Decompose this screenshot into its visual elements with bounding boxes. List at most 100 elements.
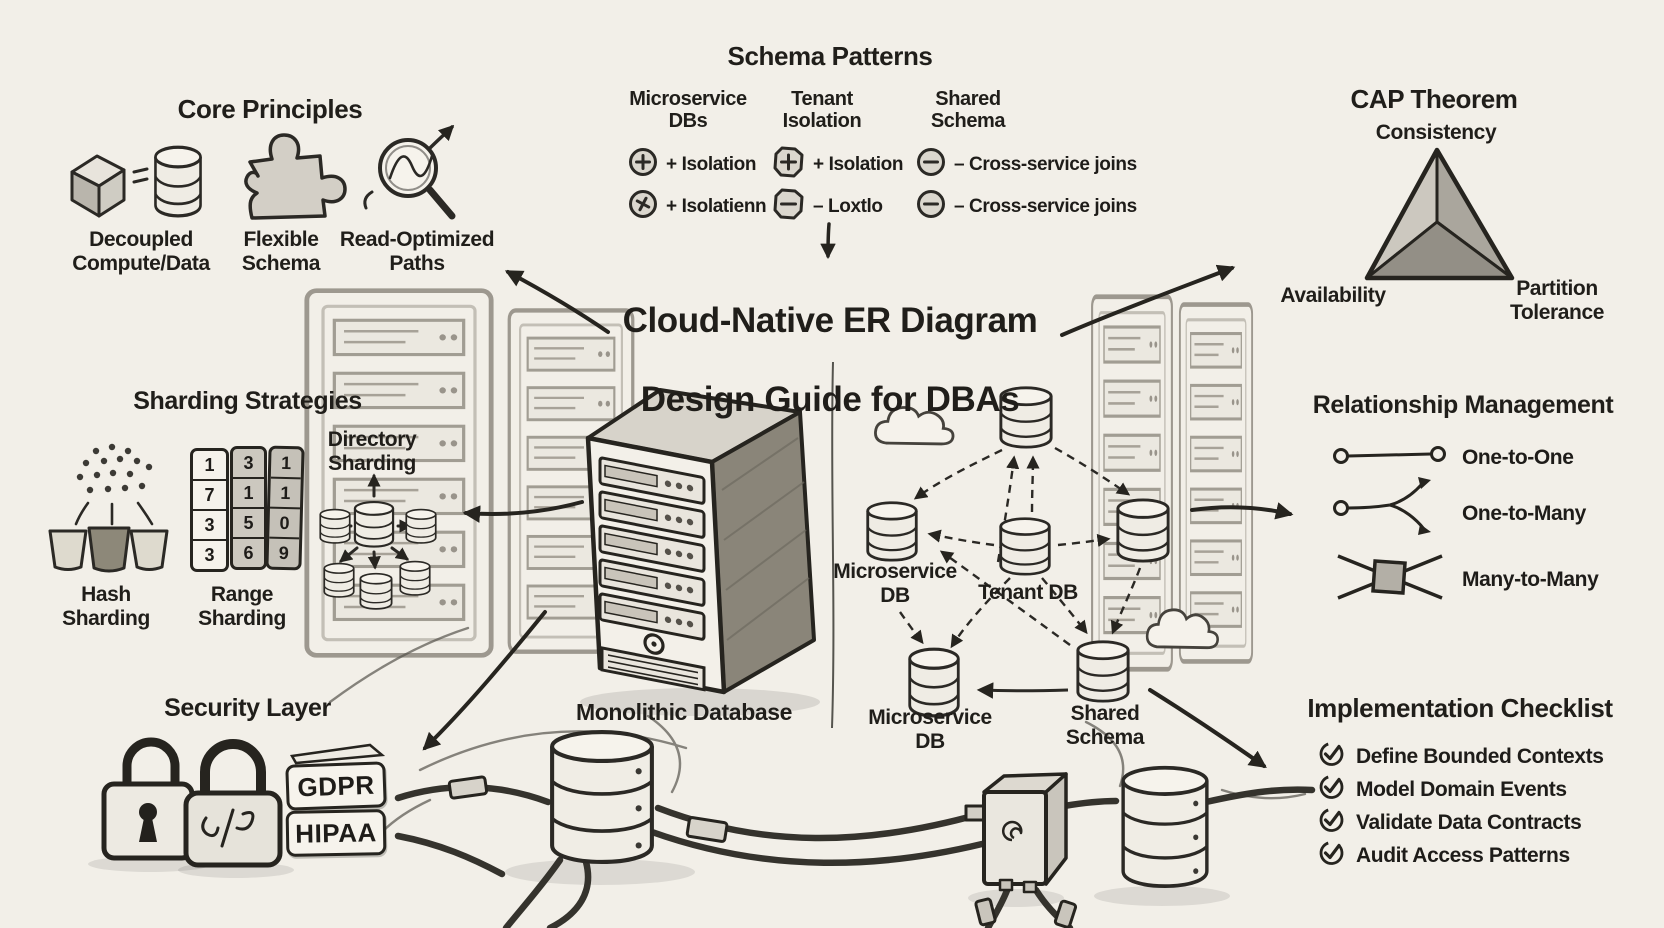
range-cell: 6 [233,537,264,567]
schema-row-text: + Isolation [813,154,904,175]
sharding-title: Sharding Strategies [133,387,362,415]
minus-shield-icon [772,187,805,227]
check-circle-icon [1318,806,1345,839]
cap-theorem-title: CAP Theorem [1350,84,1518,114]
core-principle-label: Flexible Schema [241,228,321,275]
range-shard-column: 1 7 3 3 [190,448,229,572]
relationship-management-title: Relationship Management [1312,391,1614,419]
range-cell: 5 [233,507,264,537]
cube-database-icon [70,154,149,218]
schema-row: + Isolatienn [628,188,767,226]
magnifier-chart-icon [363,124,456,220]
main-title-line2: Design Guide for DBAs [640,379,1020,419]
hash-sharding-label: Hash Sharding [62,583,150,630]
cable-scene [328,626,1316,928]
database-icon [1116,498,1170,563]
range-shard-column: 3 1 5 6 [230,446,267,570]
arrow-to-relationships [1190,502,1294,520]
range-cell: 3 [193,509,226,539]
schema-row-text: + Isolation [666,154,757,175]
minus-circle-icon [916,146,946,184]
one-to-one-icon [1332,440,1448,475]
arrow-schema-down [820,222,836,260]
range-cell: 3 [193,539,226,569]
database-icon [153,145,203,218]
checklist-item-text: Validate Data Contracts [1356,810,1582,834]
check-circle-icon [1318,740,1345,773]
shared-schema-db-icon [1076,640,1130,703]
arrow-to-sharding [462,500,584,523]
minus-circle-icon [916,188,946,226]
cap-vertex-availability: Availability [1280,284,1386,307]
schema-row: + Isolation [772,145,903,185]
check-circle-icon [1318,839,1345,872]
checklist-item-text: Define Bounded Contexts [1356,744,1604,768]
tenant-db-label: Tenant DB [978,581,1078,604]
checklist-item-text: Model Domain Events [1356,777,1567,801]
range-cell: 1 [204,454,215,475]
checklist-item: Validate Data Contracts [1318,806,1582,839]
security-lock-icons [88,737,386,878]
padlock-code-icon [183,739,283,868]
cap-vertex-consistency: Consistency [1375,121,1497,144]
schema-row: – Cross-service joins [916,146,1137,184]
range-cell: 1 [280,452,292,473]
gdpr-badge: GDPR [285,761,387,811]
range-cell: 9 [268,536,300,568]
microservice-db-label: Microservice DB [833,560,957,607]
range-cell: 1 [270,476,301,508]
range-cell: 0 [269,506,301,538]
one-to-many-icon [1332,474,1450,547]
microservices-network [866,386,1220,718]
range-sharding-label: Range Sharding [198,583,286,630]
plus-shield-icon [772,145,805,185]
many-to-many-icon [1334,548,1446,611]
cap-vertex-partition: Partition Tolerance [1509,277,1605,324]
plus-circle-icon [628,188,658,226]
core-principle-label: Read-Optimized Paths [339,228,495,275]
schema-row: + Isolation [628,146,756,184]
check-circle-icon [1318,773,1345,806]
cap-pyramid-icon [1364,147,1515,281]
arrow-to-core-principles [504,270,610,334]
microservice-db-label: Microservice DB [868,706,992,753]
range-cell: 7 [193,479,226,509]
checklist-item: Define Bounded Contexts [1318,740,1604,773]
hash-sharding-icon [48,443,169,573]
relationship-label: Many-to-Many [1462,568,1599,591]
schema-row-text: – Cross-service joins [954,154,1137,175]
range-shard-column: 1 1 0 9 [265,445,305,571]
schema-row: – Cross-service joins [916,188,1137,226]
schema-col-header: Microservice DBs [629,88,747,133]
implementation-checklist-title: Implementation Checklist [1307,693,1613,723]
badge-flap [290,743,386,765]
padlock-keyhole-icon [101,737,195,861]
shared-schema-label: Shared Schema [1065,702,1145,749]
connector-box-icon [964,772,1068,894]
schema-row: – Loxtlo [772,187,883,227]
plus-circle-icon [628,146,658,184]
arrow-to-cap-theorem [1060,264,1236,337]
directory-sharding-label: Directory Sharding [327,428,417,475]
security-layer-title: Security Layer [164,694,331,722]
main-title: Cloud-Native ER Diagram Design Guide for… [580,262,1080,419]
schema-col-header: Tenant Isolation [782,88,862,133]
core-principle-label: Decoupled Compute/Data [72,228,210,275]
core-principles-title: Core Principles [177,94,363,124]
relationship-label: One-to-One [1462,446,1574,469]
flow-arrows [422,222,1294,769]
range-cell: 3 [243,452,254,473]
arrow-to-checklist [1148,688,1267,769]
checklist-item: Audit Access Patterns [1318,839,1570,872]
schema-patterns-title: Schema Patterns [727,41,933,71]
schema-row-text: + Isolatienn [666,196,767,217]
monolith-db-drum-icon [552,732,652,862]
divider-line [831,361,835,729]
shared-db-drum-icon [1121,765,1209,888]
microservice-db-icon [866,501,918,562]
schema-row-text: – Cross-service joins [954,196,1137,217]
puzzle-icon [244,133,347,220]
main-title-line1: Cloud-Native ER Diagram [622,301,1038,341]
checklist-item-text: Audit Access Patterns [1356,843,1570,867]
